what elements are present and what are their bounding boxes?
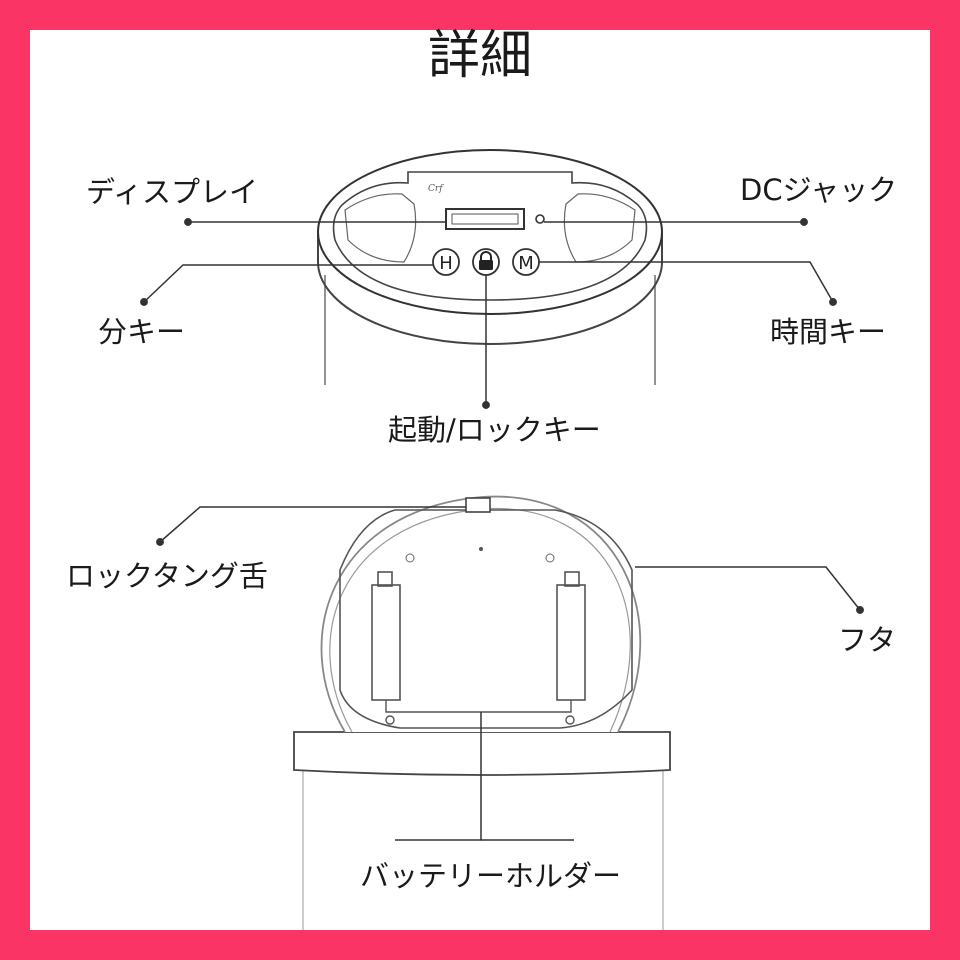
battery-wiring: [385, 700, 575, 725]
top-leader-lines: [140, 218, 837, 409]
label-dc-jack: DCジャック: [740, 173, 898, 207]
page-title: 詳細: [427, 26, 532, 86]
hour-key-glyph: M: [518, 253, 534, 274]
minute-key-glyph: H: [439, 253, 453, 274]
display-screen: [445, 208, 525, 230]
diagram-canvas: [30, 30, 930, 930]
lid-underside: [320, 495, 642, 733]
label-start-lock-key: 起動/ロックキー: [388, 413, 601, 447]
start-lock-key-button[interactable]: [472, 248, 500, 276]
lid-top-view: [317, 149, 663, 385]
lock-icon: [479, 251, 493, 270]
container-body: [293, 731, 671, 930]
label-hour-key: 時間キー: [770, 315, 887, 349]
label-display: ディスプレイ: [86, 175, 258, 209]
hour-key-button[interactable]: M: [512, 248, 540, 276]
label-lock-tongue: ロックタング舌: [66, 559, 268, 593]
bottom-leader-lines: [156, 506, 864, 841]
minute-key-button[interactable]: H: [432, 248, 460, 276]
lock-tongue: [465, 497, 491, 513]
label-minute-key: 分キー: [98, 315, 186, 349]
dc-jack-port: [535, 214, 545, 224]
brand-mark: Crf: [428, 184, 444, 194]
label-battery-holder: バッテリーホルダー: [360, 859, 622, 893]
label-lid: フタ: [838, 623, 897, 657]
